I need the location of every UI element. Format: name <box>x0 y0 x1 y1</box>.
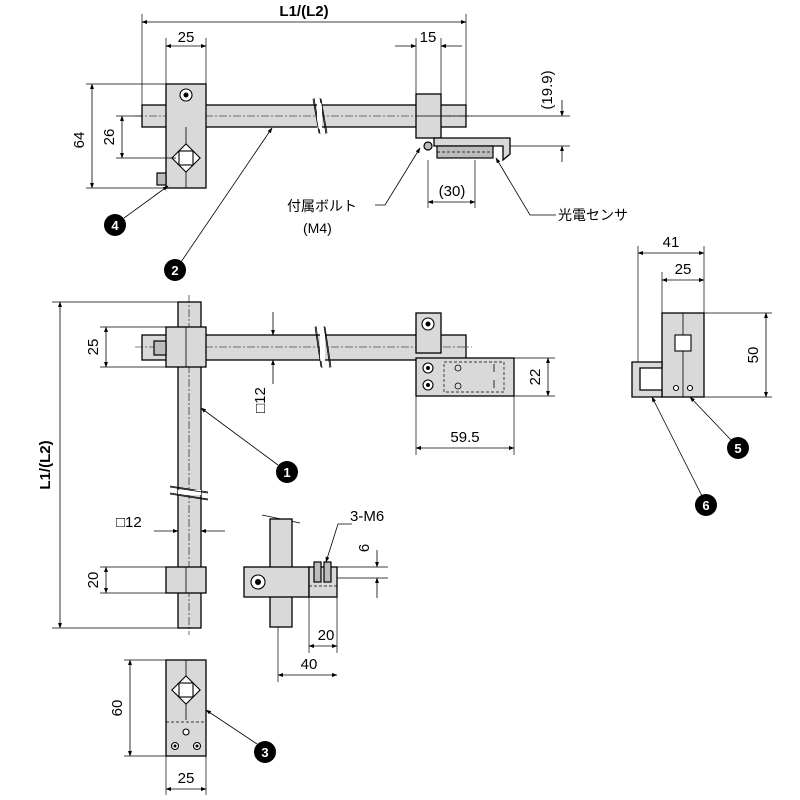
svg-text:5: 5 <box>734 441 741 456</box>
arm-section-dimension: □12 <box>252 387 269 413</box>
bolt-size-label: (M4) <box>303 220 332 236</box>
top-clamp-width-dimension: 25 <box>178 29 195 46</box>
top-bracket-width-dimension: 15 <box>420 29 437 46</box>
bracket-height-dimension: 50 <box>745 347 762 364</box>
sensor-height-dimension: 22 <box>527 369 544 386</box>
vertical-bar-break-mark <box>169 485 209 501</box>
clamp-detail-view: 3-M6 6 20 40 <box>243 508 388 682</box>
balloon-2: 2 <box>164 259 186 281</box>
bracket-width-dimension: 41 <box>663 234 680 251</box>
screws-dimension: 3-M6 <box>350 508 384 525</box>
top-assembly-view: L1/(L2) 25 15 64 26 (19.9) (30) <box>71 3 628 281</box>
slot-width-dimension: 20 <box>318 627 335 644</box>
block-width-dimension: 40 <box>301 656 318 673</box>
bolt-label: 付属ボルト <box>287 199 357 215</box>
sensor-length-dimension: 59.5 <box>450 429 479 446</box>
balloon-4: 4 <box>104 214 126 236</box>
base-view: 60 25 3 <box>109 659 276 795</box>
svg-text:6: 6 <box>702 498 709 513</box>
front-length-dimension: L1/(L2) <box>37 440 54 489</box>
base-height-dimension: 60 <box>109 700 126 717</box>
svg-text:2: 2 <box>171 263 178 278</box>
lower-clamp-dimension: 20 <box>85 572 102 589</box>
screw-pitch-dimension: 6 <box>356 544 373 552</box>
svg-text:3: 3 <box>261 745 268 760</box>
svg-text:1: 1 <box>283 465 290 480</box>
bracket-loop <box>631 361 663 398</box>
sensor-label: 光電センサ <box>558 208 628 224</box>
front-assembly-view: L1/(L2) 25 □12 22 59.5 □12 20 1 <box>37 295 555 635</box>
top-length-dimension: L1/(L2) <box>279 3 328 20</box>
bracket-side-view: 41 25 50 5 6 <box>631 234 772 516</box>
top-sensor-offset-dimension: (19.9) <box>539 70 556 109</box>
top-sensor-mount <box>433 137 511 162</box>
svg-text:4: 4 <box>111 218 119 233</box>
top-sensor-length-dimension: (30) <box>439 183 466 200</box>
bar-section-dimension: □12 <box>116 514 142 531</box>
balloon-1: 1 <box>276 461 298 483</box>
balloon-6: 6 <box>695 494 717 516</box>
balloon-5: 5 <box>727 437 749 459</box>
top-offset-dimension: 26 <box>101 129 118 146</box>
bracket-inner-dimension: 25 <box>675 261 692 278</box>
base-width-dimension: 25 <box>178 770 195 787</box>
front-clamp-dimension: 25 <box>85 339 102 356</box>
sensor-body <box>415 357 515 397</box>
balloon-3: 3 <box>254 741 276 763</box>
top-height-dimension: 64 <box>71 132 88 149</box>
vertical-bar <box>177 301 202 629</box>
